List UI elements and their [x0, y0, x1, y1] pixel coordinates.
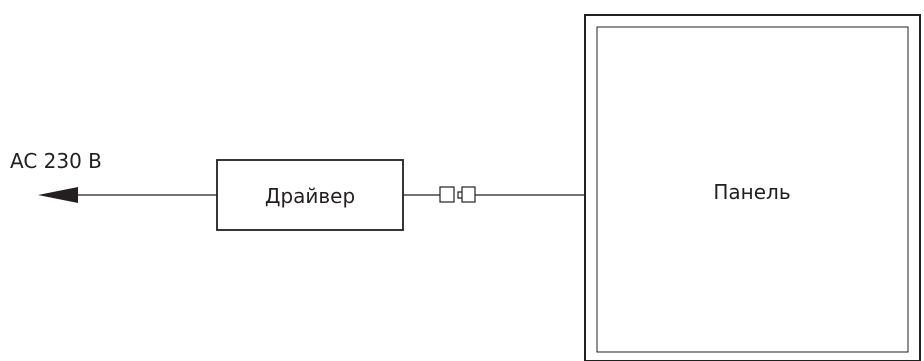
panel-label: Панель — [713, 180, 790, 204]
driver-label: Драйвер — [265, 184, 355, 208]
connector-male-pin — [457, 191, 462, 199]
connector-icon — [439, 186, 476, 203]
arrow-head-icon — [38, 187, 78, 203]
connector-female — [439, 186, 455, 203]
panel-inner-frame — [596, 26, 909, 353]
connector-male-body — [461, 186, 476, 203]
panel-outer-frame — [584, 14, 921, 361]
power-label: AC 230 B — [10, 149, 102, 173]
power-arrow — [38, 187, 217, 203]
